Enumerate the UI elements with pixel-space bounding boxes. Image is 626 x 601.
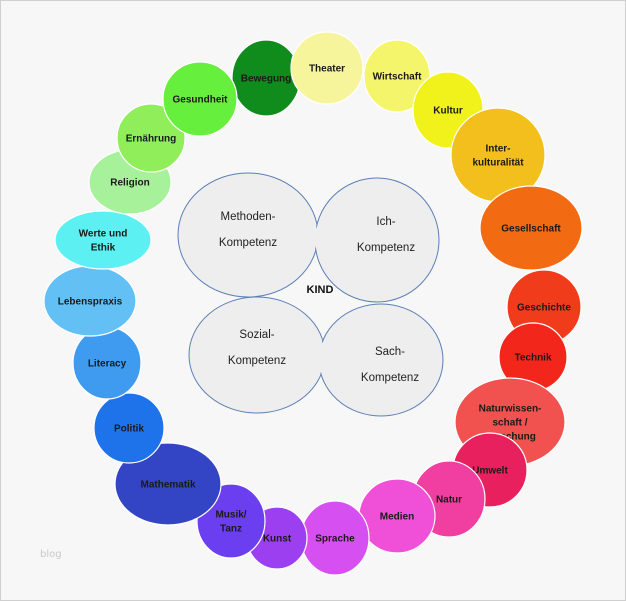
topic-bubble-technik: Technik bbox=[498, 322, 568, 392]
topic-bubble-shape bbox=[93, 392, 165, 464]
topic-bubble-politik: Politik bbox=[93, 392, 165, 464]
topic-bubble-label: Naturwissen- bbox=[479, 404, 542, 415]
topic-bubble-theater: Theater bbox=[290, 31, 364, 105]
competence-label-sozial: Sozial- bbox=[239, 329, 274, 341]
topic-bubble-label: Theater bbox=[309, 64, 345, 75]
topic-bubble-label: Ernährung bbox=[126, 134, 177, 145]
topic-bubble-wirtschaft: Wirtschaft bbox=[363, 39, 431, 113]
competence-label-ich: Ich- bbox=[376, 216, 395, 228]
topic-bubble-shape bbox=[290, 31, 364, 105]
topic-bubble-label: Sprache bbox=[315, 534, 355, 545]
topic-bubble-medien: Medien bbox=[358, 478, 436, 554]
topic-bubble-label: Gesundheit bbox=[172, 95, 228, 106]
topic-bubble-label: Mathematik bbox=[140, 480, 195, 491]
competence-label-methoden: Kompetenz bbox=[219, 237, 277, 249]
topic-bubble-mathematik: Mathematik bbox=[114, 442, 222, 526]
topic-bubble-label: Werte und bbox=[79, 229, 128, 240]
competence-label-ich: Kompetenz bbox=[357, 242, 415, 254]
topic-bubble-label: Technik bbox=[514, 353, 551, 364]
topic-bubble-label: Bewegung bbox=[241, 74, 292, 85]
topic-bubble-label: Inter- bbox=[486, 144, 511, 155]
topic-bubble-label: Ethik bbox=[91, 243, 116, 254]
topic-bubble-label: Politik bbox=[114, 424, 144, 435]
watermark-text: blog bbox=[40, 549, 62, 560]
topic-bubble-sprache: Sprache bbox=[300, 500, 370, 576]
topic-bubble-label: Religion bbox=[110, 178, 149, 189]
topic-bubble-ernaehrung: Ernährung bbox=[116, 103, 186, 173]
topic-bubble-gesundheit: Gesundheit bbox=[162, 61, 238, 137]
topic-bubble-label: Umwelt bbox=[472, 466, 508, 477]
topic-bubble-interkulturalitaet: Inter-kulturalität bbox=[450, 107, 546, 203]
competence-lobe-fill bbox=[320, 305, 442, 415]
topic-bubble-label: Kunst bbox=[263, 534, 292, 545]
competence-label-sozial: Kompetenz bbox=[228, 355, 286, 367]
topic-bubble-label: Gesellschaft bbox=[501, 224, 561, 235]
topic-bubble-label: Geschichte bbox=[517, 303, 571, 314]
topic-bubble-label: Musik/ bbox=[215, 510, 246, 521]
topic-bubble-label: Lebenspraxis bbox=[58, 297, 123, 308]
topic-bubble-label: Natur bbox=[436, 495, 462, 506]
topic-bubble-label: kulturalität bbox=[472, 158, 524, 169]
topic-bubble-literacy: Literacy bbox=[72, 326, 142, 400]
competence-label-methoden: Methoden- bbox=[221, 211, 276, 223]
competence-label-sach: Kompetenz bbox=[361, 372, 419, 384]
center-label-kind: KIND bbox=[307, 284, 334, 296]
topic-bubble-lebenspraxis: Lebenspraxis bbox=[43, 265, 137, 337]
topic-bubble-gesellschaft: Gesellschaft bbox=[479, 185, 583, 271]
topic-bubble-shape bbox=[54, 210, 152, 270]
topic-bubble-label: Tanz bbox=[220, 524, 242, 535]
topic-bubble-shape bbox=[363, 39, 431, 113]
competence-lobe-fill bbox=[179, 174, 317, 296]
topic-bubble-label: Medien bbox=[380, 512, 414, 523]
topic-bubble-label: Wirtschaft bbox=[373, 72, 422, 83]
topic-bubble-shape bbox=[479, 185, 583, 271]
competence-label-sach: Sach- bbox=[375, 346, 405, 358]
topic-bubble-shape bbox=[116, 103, 186, 173]
competence-lobe-fill bbox=[316, 179, 438, 301]
topic-bubble-bewegung: Bewegung bbox=[231, 39, 301, 117]
topic-bubble-shape bbox=[114, 442, 222, 526]
topic-bubble-label: schaft / bbox=[492, 418, 527, 429]
topic-bubble-label: Kultur bbox=[433, 106, 463, 117]
topic-bubble-shape bbox=[162, 61, 238, 137]
topic-bubble-label: Literacy bbox=[88, 359, 127, 370]
topic-bubble-label: Forschung bbox=[484, 432, 536, 443]
competence-lobe-fill bbox=[190, 298, 324, 412]
